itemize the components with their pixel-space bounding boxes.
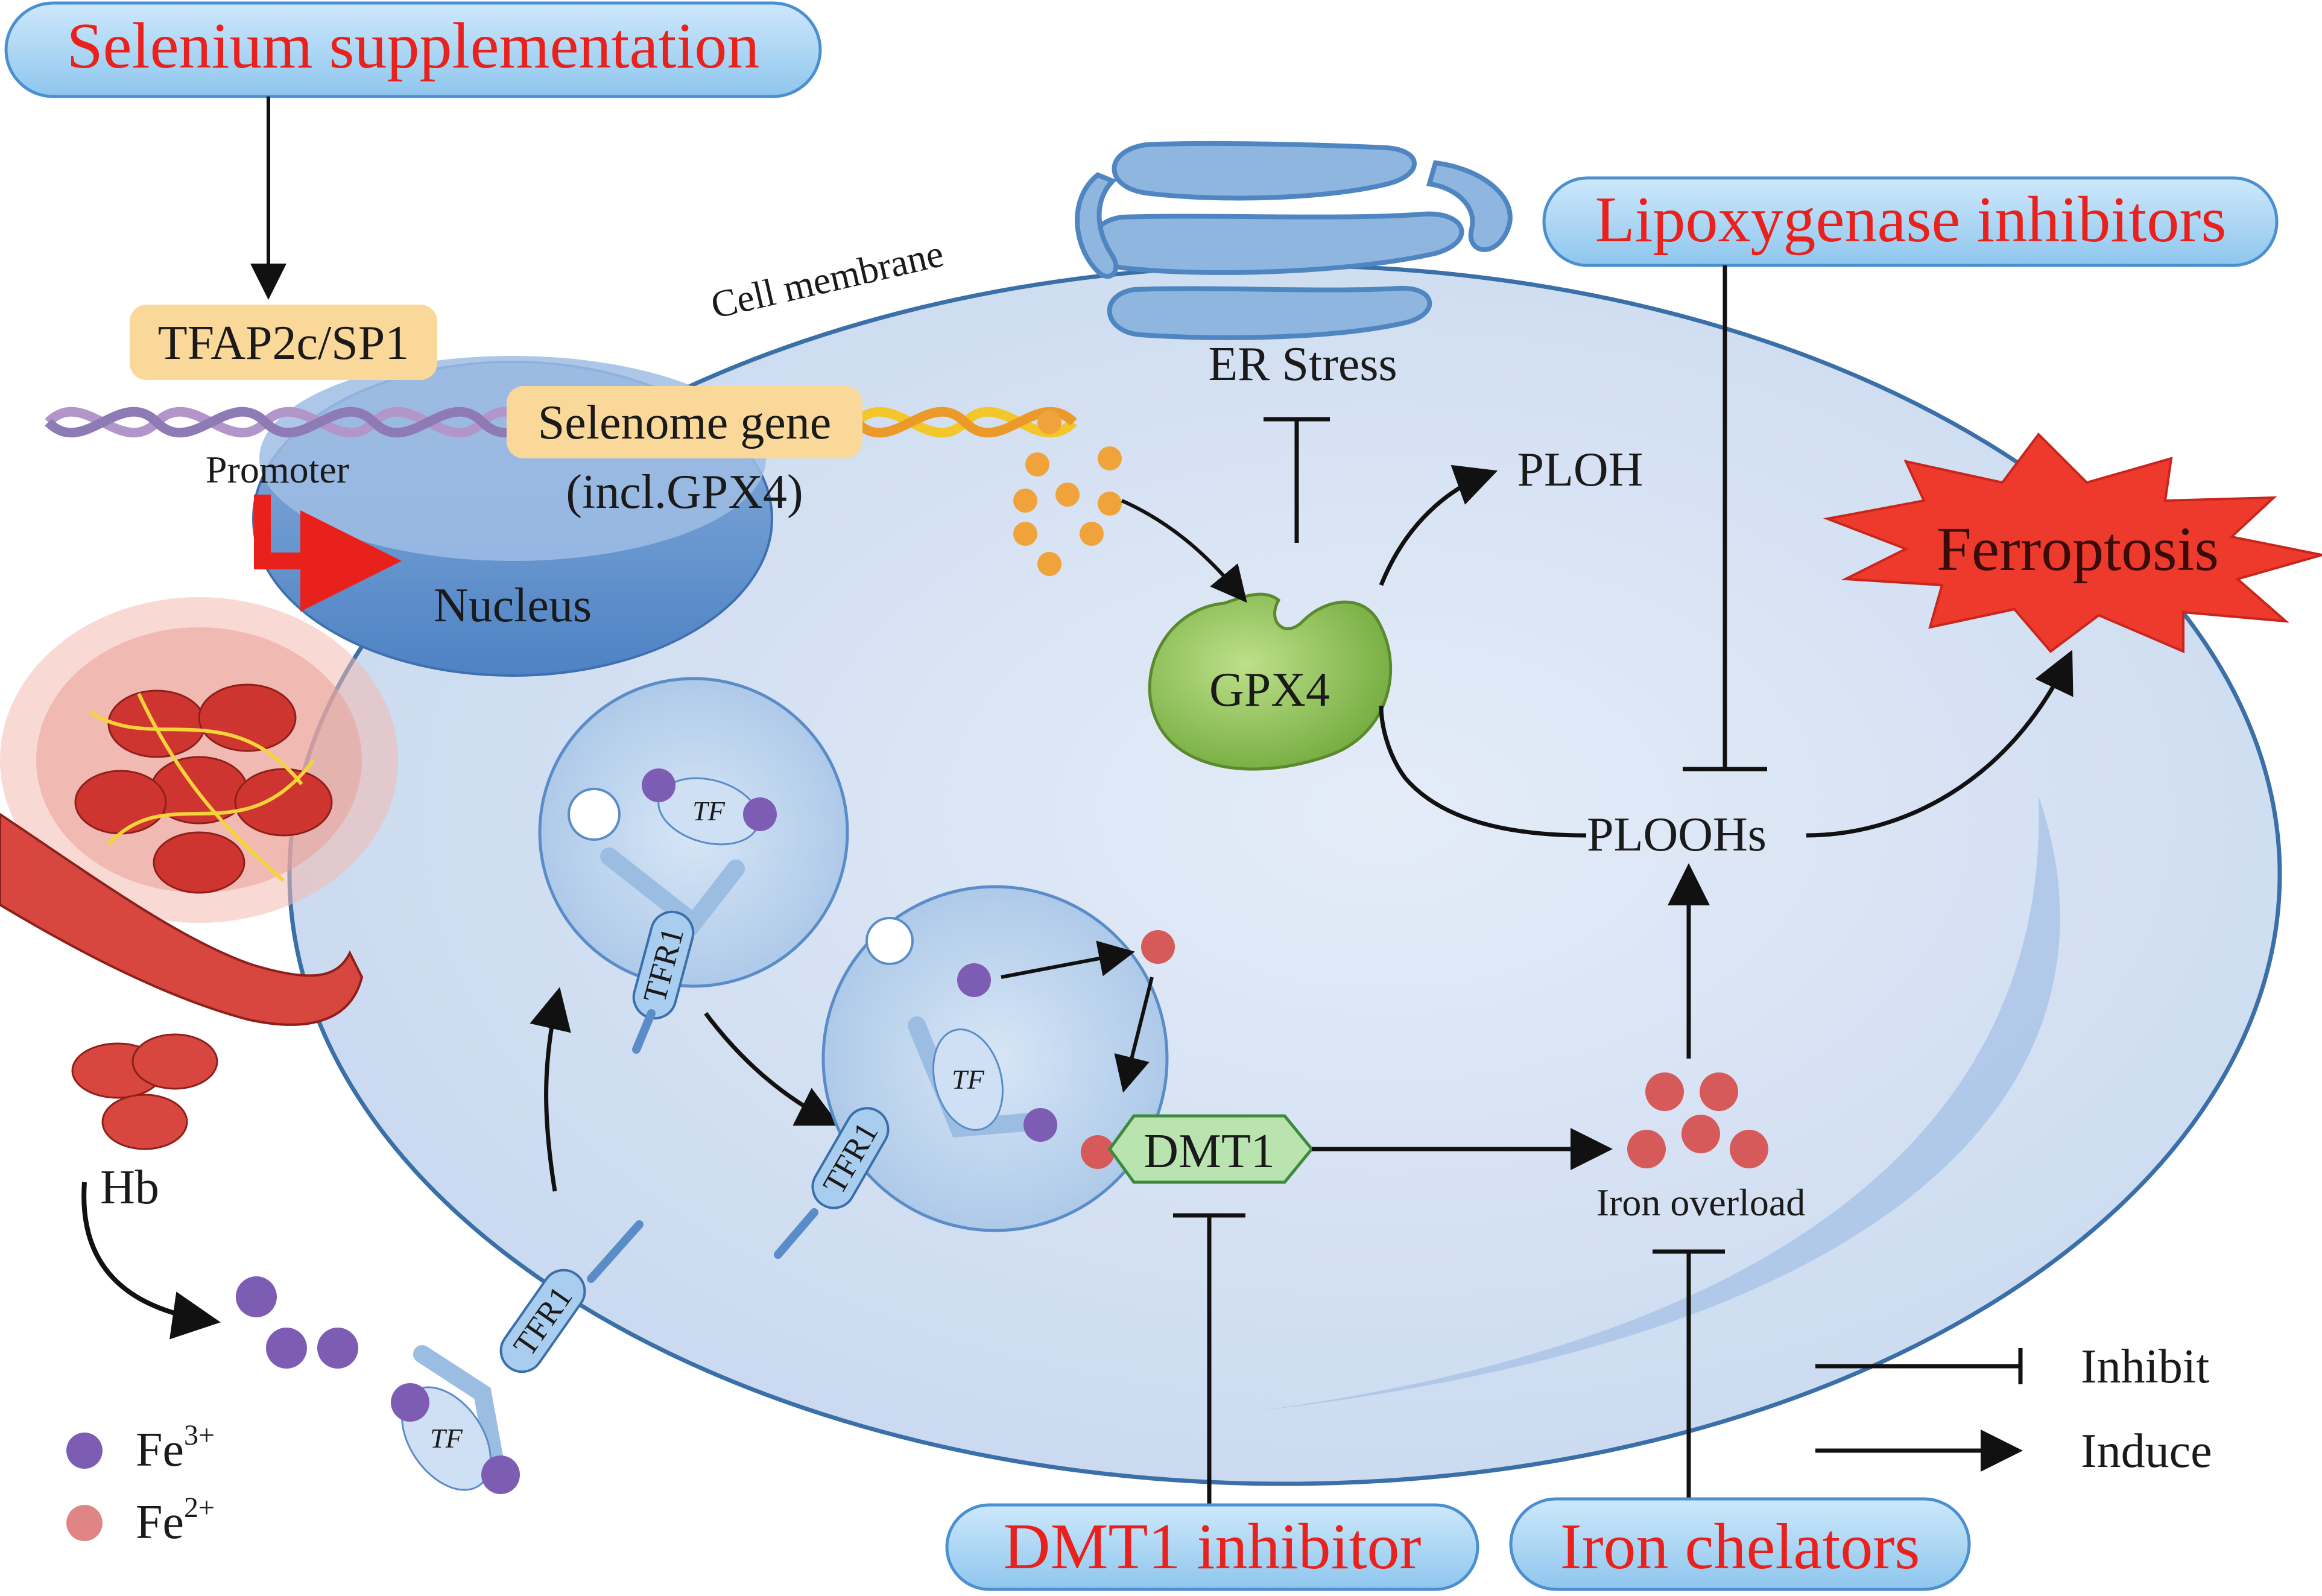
selenoprotein-particles xyxy=(1013,410,1122,576)
ferroptosis-label: Ferroptosis xyxy=(1937,515,2219,584)
dmt1-transporter: DMT1 xyxy=(1107,1114,1314,1184)
selenome-gene-label: Selenome gene xyxy=(538,396,831,449)
legend-induce-label: Induce xyxy=(2081,1425,2212,1478)
dmt1-inhibit-line xyxy=(1173,1213,1245,1505)
legend-inhibit-symbol xyxy=(1815,1348,2023,1384)
endosome-lower: TF TFR1 xyxy=(774,885,1175,1259)
gpx4-enzyme: GPX4 xyxy=(1148,592,1393,771)
lipoxygenase-label: Lipoxygenase inhibitors xyxy=(1595,184,2227,256)
released-fe3-ions xyxy=(236,1276,358,1369)
hemoglobin-rbcs xyxy=(71,1033,218,1150)
tfap2c-sp1-box: TFAP2c/SP1 xyxy=(130,305,437,380)
ploohs-label: PLOOHs xyxy=(1587,808,1767,861)
selenium-supplementation-pill: Selenium supplementation xyxy=(4,1,822,98)
dmt1-inhibitor-pill: DMT1 inhibitor xyxy=(945,1503,1479,1591)
ploohs-to-ferroptosis-arrow xyxy=(1806,650,2074,838)
er-organelle xyxy=(1075,141,1513,340)
fe-reduction-arrow xyxy=(1001,940,1135,979)
lipoxygenase-inhibit-line xyxy=(1683,265,1767,771)
legend-fe2: Fe2+ xyxy=(136,1492,215,1549)
incl-gpx4-label: (incl.GPX4) xyxy=(566,466,803,519)
hb-label: Hb xyxy=(100,1161,159,1214)
iron-chelators-inhibit-line xyxy=(1653,1249,1725,1505)
ploh-label: PLOH xyxy=(1517,443,1643,496)
tfap2c-label: TFAP2c/SP1 xyxy=(158,317,409,370)
gpx4-to-ploh-arrow xyxy=(1379,464,1498,586)
iron-chelators-pill: Iron chelators xyxy=(1509,1497,1971,1591)
endocytosis-up-arrow xyxy=(530,987,571,1192)
selenium-supplementation-label: Selenium supplementation xyxy=(67,10,760,82)
dmt1-inhibitor-label: DMT1 inhibitor xyxy=(1004,1511,1422,1583)
tf-label-upper: TF xyxy=(692,796,726,826)
endosome-transition-arrow xyxy=(704,1012,840,1126)
ferroptosis-burst: Ferroptosis xyxy=(1823,432,2322,654)
selenome-gene-box: Selenome gene (incl.GPX4) xyxy=(507,386,862,519)
legend: Fe3+ Fe2+ Inhibit Induce xyxy=(66,1340,2212,1549)
gpx4-label: GPX4 xyxy=(1209,663,1330,717)
iron-chelators-label: Iron chelators xyxy=(1560,1511,1920,1583)
tf-label-surface: TF xyxy=(430,1423,463,1454)
cell: Cell membrane xyxy=(287,232,2282,1486)
transcription-arrow xyxy=(254,495,402,612)
iron-overload-label: Iron overload xyxy=(1596,1181,1806,1224)
ploohs-to-gpx4-curve xyxy=(1379,705,1587,838)
tf-label-lower: TF xyxy=(952,1064,985,1095)
selenoprotein-to-gpx4-arrow xyxy=(1121,499,1247,603)
er-stress-inhibit-line xyxy=(1264,417,1330,543)
legend-fe3: Fe3+ xyxy=(136,1419,215,1477)
blood-vessel-illustration xyxy=(0,597,398,1026)
iron-overload-cluster xyxy=(1627,1072,1768,1168)
fe2-to-dmt1-arrow xyxy=(1114,977,1154,1093)
er-stress-label: ER Stress xyxy=(1208,338,1397,391)
lipoxygenase-inhibitors-pill: Lipoxygenase inhibitors xyxy=(1542,176,2279,267)
tfr1-receptor-surface: TFR1 TF xyxy=(391,1220,644,1494)
endosome-upper: TF TFR1 xyxy=(538,677,849,1054)
nucleus-label: Nucleus xyxy=(434,579,592,632)
hb-to-fe3-arrow xyxy=(81,1182,221,1340)
legend-inhibit-label: Inhibit xyxy=(2081,1340,2209,1393)
promoter-label: Promoter xyxy=(206,448,349,491)
dmt1-label: DMT1 xyxy=(1144,1125,1275,1178)
